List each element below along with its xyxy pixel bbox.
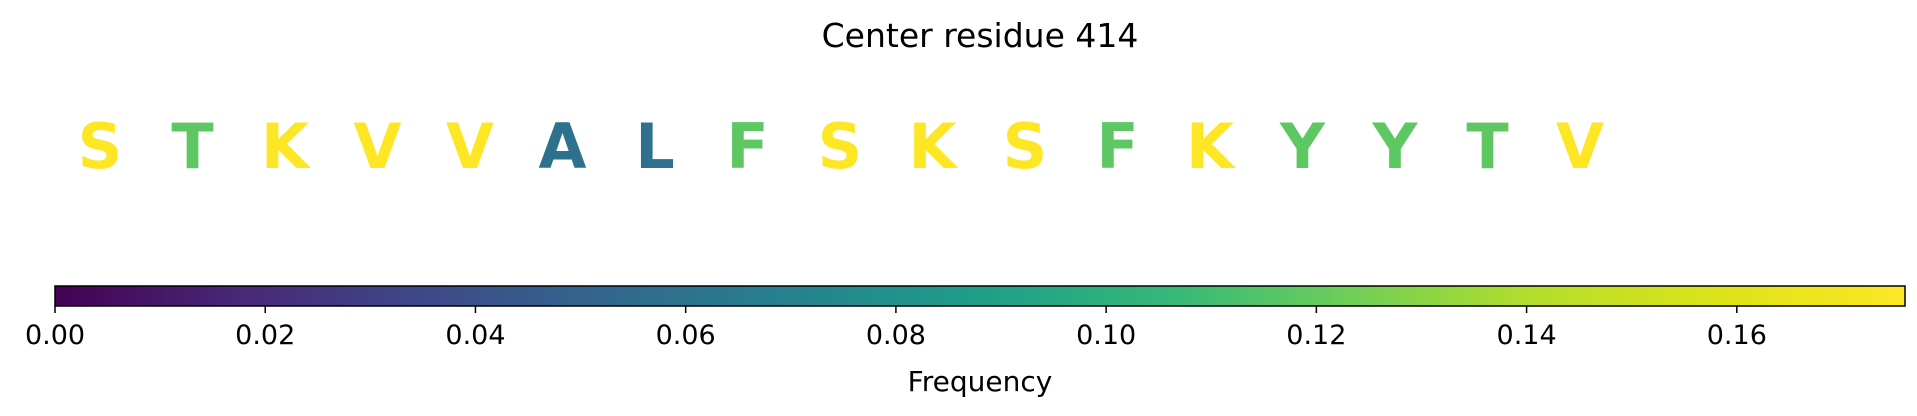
residue-letter: S [818,110,863,183]
residue-letter: F [1096,110,1138,183]
colorbar-tick-label: 0.08 [866,320,926,351]
residue-letter: Y [1372,110,1419,183]
residue-letter: S [1003,110,1048,183]
residue-letter: T [1466,110,1508,183]
colorbar-tick-label: 0.02 [235,320,295,351]
residue-letter: T [171,110,213,183]
residue-letter: V [354,110,402,183]
colorbar-tick-label: 0.00 [25,320,85,351]
colorbar-label: Frequency [908,365,1053,398]
residue-letter: K [1186,110,1236,183]
colorbar-tick-label: 0.10 [1076,320,1136,351]
colorbar-tick-label: 0.12 [1286,320,1346,351]
residue-letter: L [635,110,675,183]
residue-letter: V [1556,110,1604,183]
colorbar-tick-label: 0.14 [1497,320,1557,351]
colorbar-tick-label: 0.06 [656,320,716,351]
colorbar-gradient [54,285,1906,307]
chart-title: Center residue 414 [822,16,1139,55]
residue-letter: K [908,110,958,183]
residue-letter: A [539,110,587,183]
residue-letter: K [261,110,311,183]
residue-letter: V [446,110,494,183]
residue-letter: Y [1279,110,1326,183]
colorbar-tick-label: 0.16 [1707,320,1767,351]
colorbar-tick-label: 0.04 [445,320,505,351]
colorbar-ticks: 0.00 0.02 0.04 0.06 0.08 0.10 0.12 0.14 0.16 [25,306,1767,351]
residue-letter: F [726,110,768,183]
residue-letter: S [78,110,123,183]
colorbar: 0.00 0.02 0.04 0.06 0.08 0.10 0.12 0.14 0.16 Fre… [25,285,1906,398]
